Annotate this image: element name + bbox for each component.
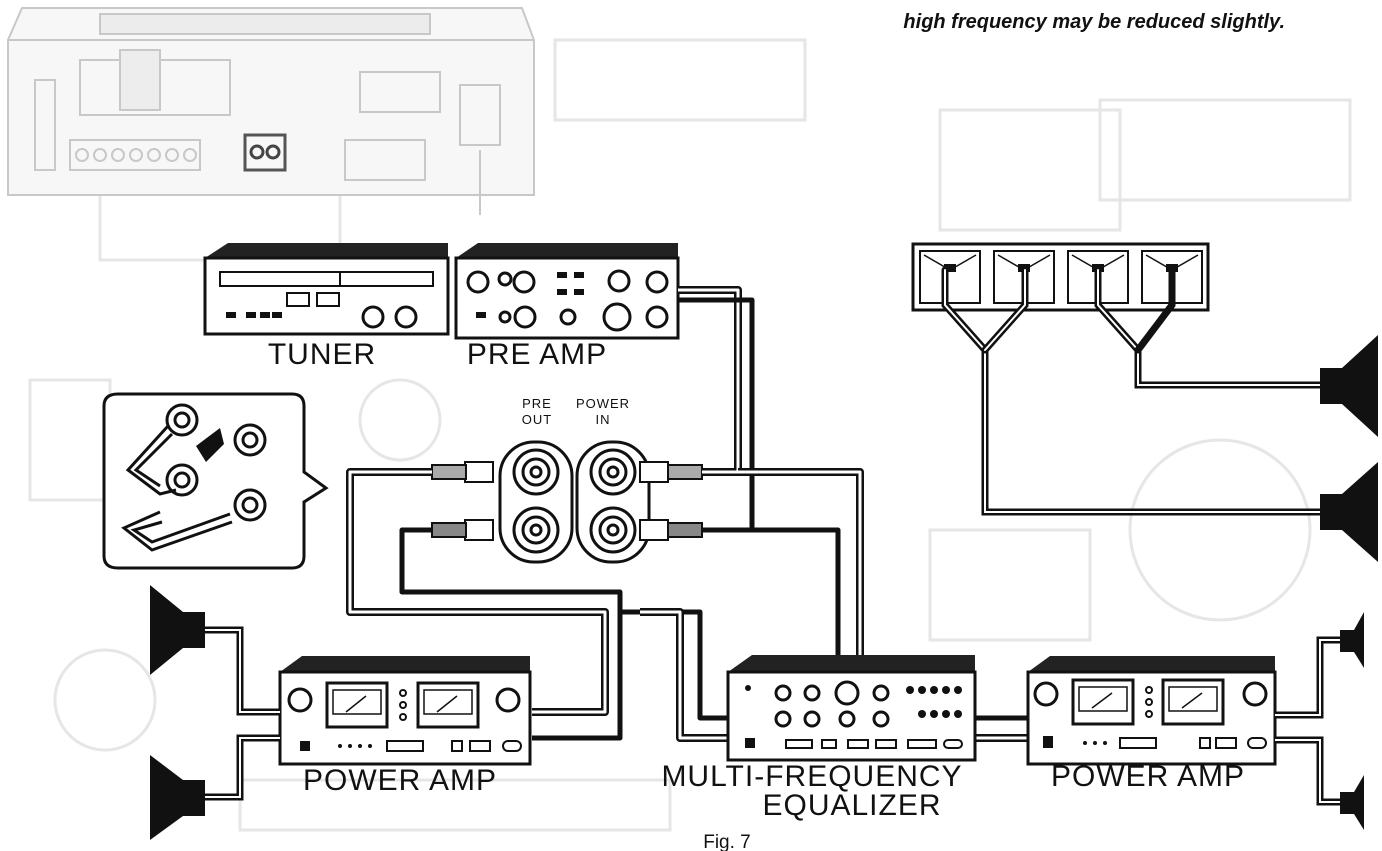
speaker-left-2	[150, 755, 205, 840]
pre-amp-label: PRE AMP	[467, 338, 607, 371]
pre-out-label-line2: OUT	[522, 412, 552, 427]
speaker-right-1	[1320, 335, 1378, 437]
speaker-cables-right-bottom	[1275, 636, 1340, 806]
pre-out-label-line1: PRE	[522, 396, 552, 411]
speaker-cables-right-top	[941, 266, 1324, 516]
header-note: high frequency may be reduced slightly.	[903, 11, 1285, 33]
jumper-detail-inset	[102, 392, 329, 570]
equalizer-label-line2: EQUALIZER	[762, 789, 941, 822]
speaker-cables-left	[205, 626, 280, 801]
amplifier-rear-panel	[7, 7, 535, 215]
speaker-right-4	[1340, 775, 1364, 830]
speaker-right-3	[1340, 612, 1364, 668]
power-amp-left-label: POWER AMP	[303, 764, 497, 797]
power-amp-right-unit	[1026, 656, 1277, 766]
speaker-right-2	[1320, 462, 1378, 562]
figure-caption: Fig. 7	[703, 832, 751, 851]
pre-amp-unit	[454, 243, 680, 340]
power-amp-right-label: POWER AMP	[1051, 760, 1245, 793]
pre-out-power-in-jacks	[498, 440, 651, 564]
signal-cables	[346, 286, 1028, 742]
power-in-label-line1: POWER	[576, 396, 630, 411]
equalizer-label-line1: MULTI-FREQUENCY	[661, 760, 962, 793]
equalizer-unit	[726, 655, 977, 762]
speaker-terminal-block	[911, 242, 1210, 312]
power-amp-left-unit	[278, 656, 532, 766]
speaker-left-1	[150, 585, 205, 675]
power-in-label-line2: IN	[596, 412, 611, 427]
tuner-unit	[203, 243, 450, 336]
tuner-label: TUNER	[268, 338, 376, 371]
